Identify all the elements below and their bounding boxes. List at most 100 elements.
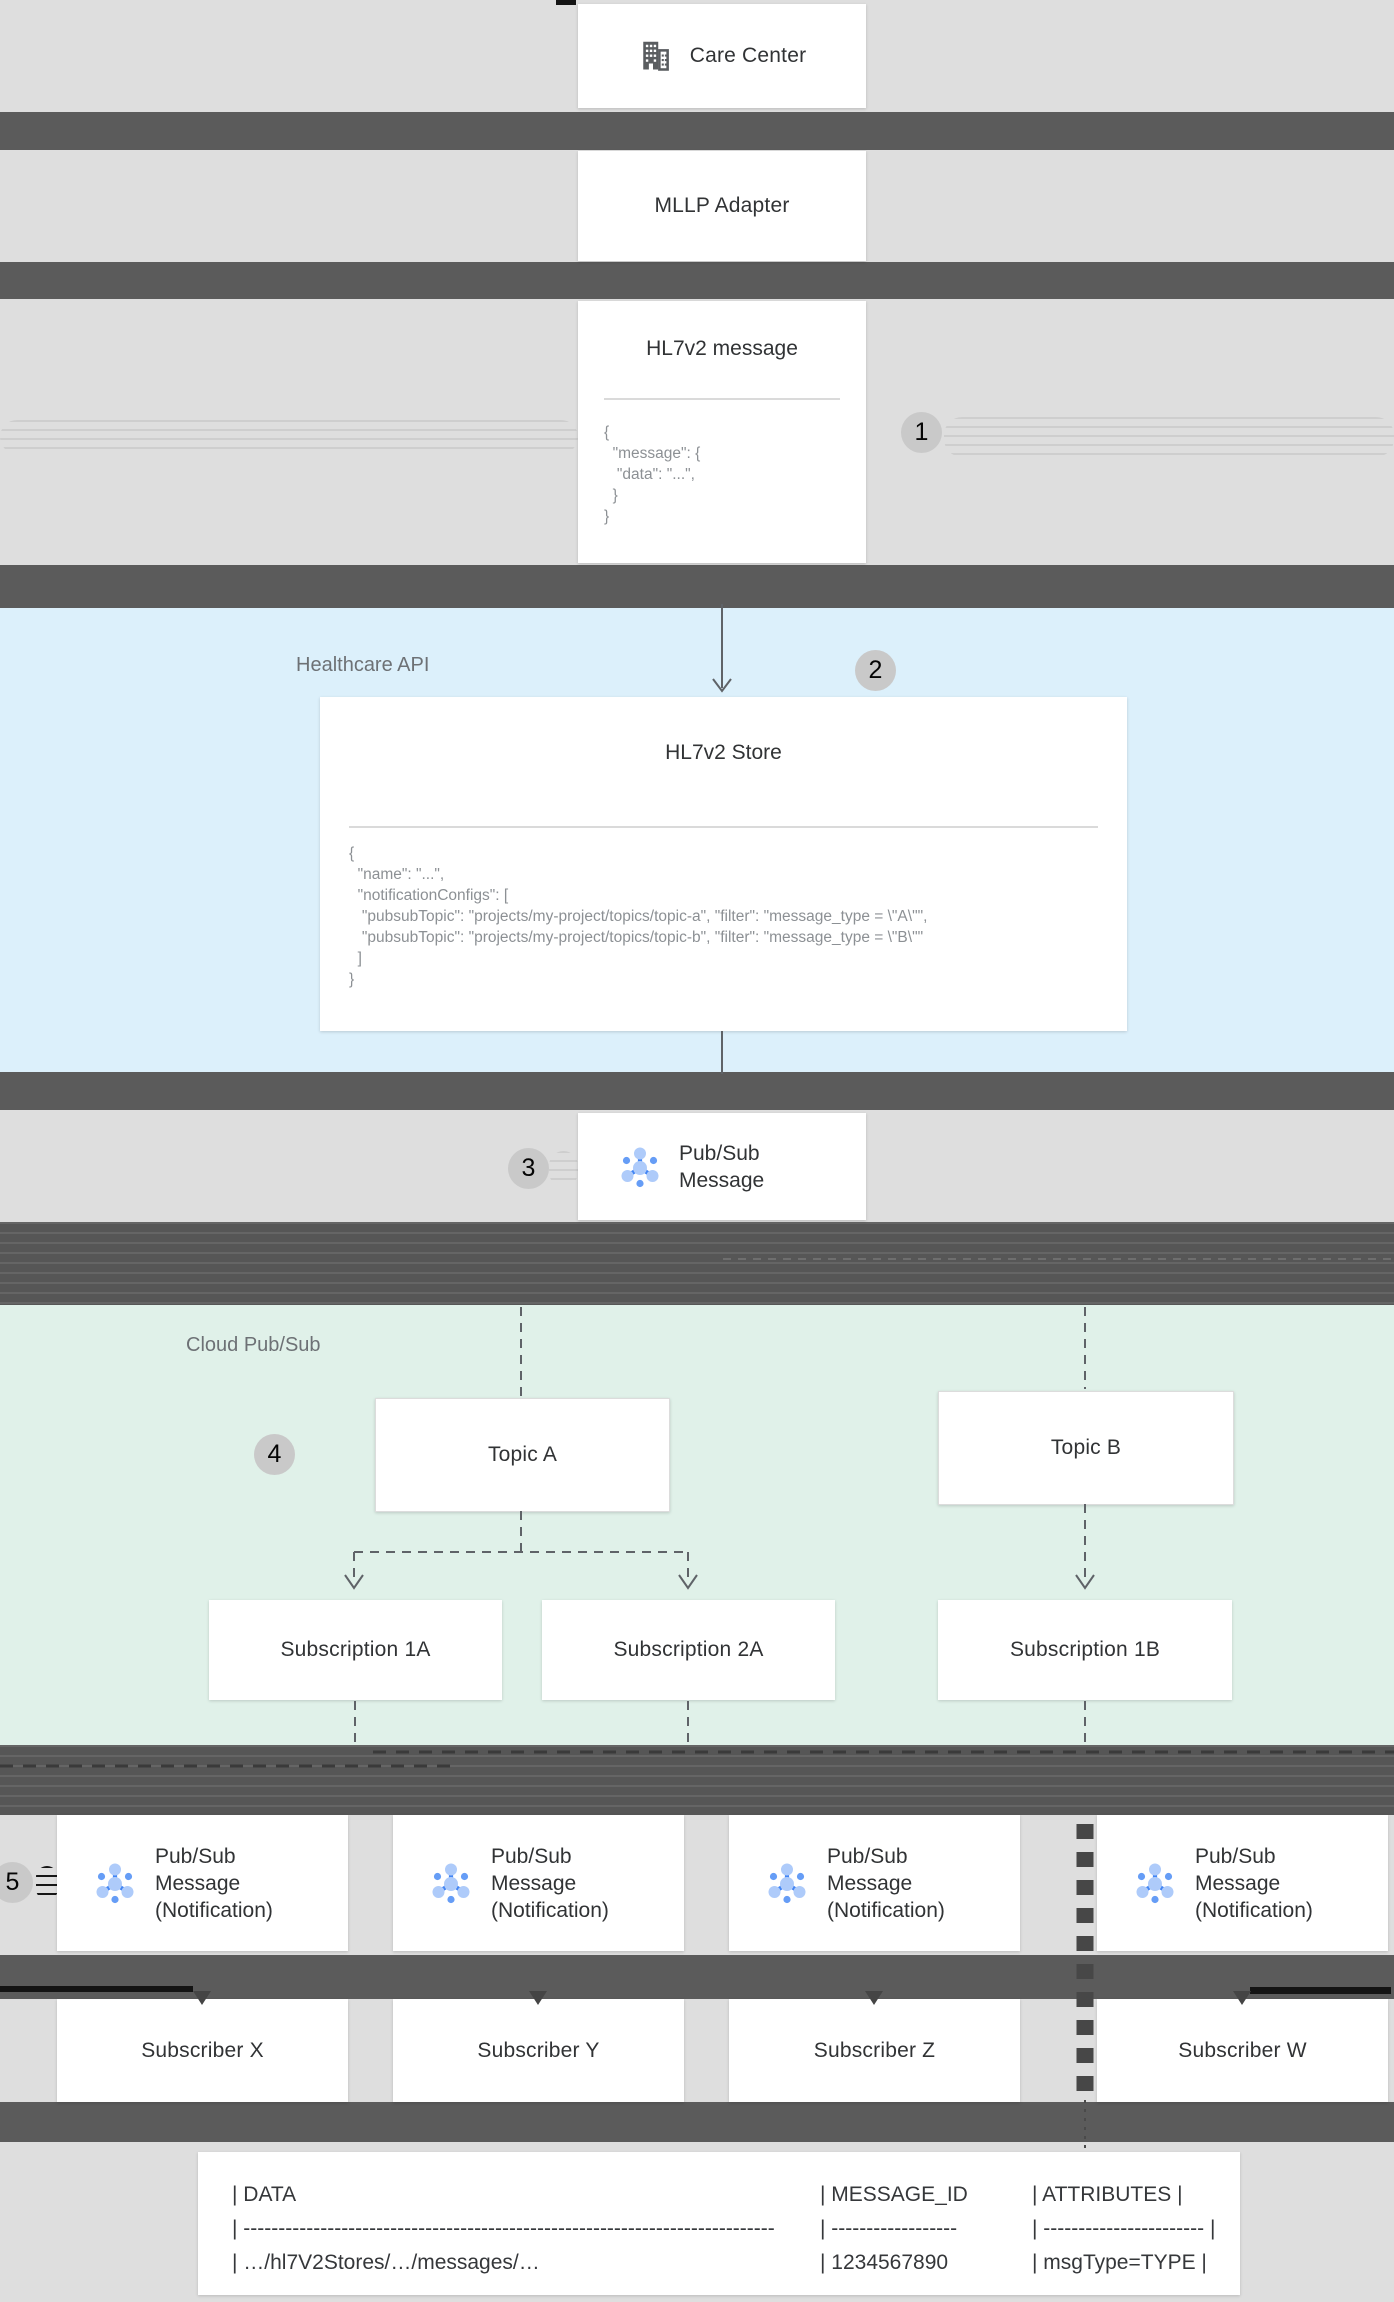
notification-line1: Pub/Sub (827, 1844, 908, 1868)
table-header-data: | DATA (232, 2183, 297, 2206)
subscriber-x-label: Subscriber X (141, 2038, 264, 2062)
table-separator-row: | --------------------------------------… (198, 2212, 1240, 2246)
streak (944, 417, 1394, 457)
pubsub-message-node: Pub/Sub Message (578, 1113, 866, 1220)
code-line: } (604, 487, 618, 504)
notification-label: Pub/Sub Message (Notification) (155, 1843, 273, 1924)
topic-b-label: Topic B (1050, 1436, 1122, 1459)
step-number: 4 (267, 1440, 282, 1468)
topic-b-node: Topic B (938, 1391, 1234, 1505)
step-badge-1: 1 (901, 412, 942, 453)
table-separator: | ------------------ (820, 2217, 958, 2240)
step-number: 3 (521, 1154, 536, 1182)
table-value-data: | …/hl7V2Stores/…/messages/… (232, 2251, 540, 2274)
notification-line3: (Notification) (491, 1898, 609, 1922)
table-value-attributes: | msgType=TYPE | (1032, 2251, 1207, 2274)
subscription-2a-label: Subscription 2A (613, 1638, 764, 1661)
streak (36, 1866, 58, 1900)
subscriber-z-node: Subscriber Z (729, 1999, 1020, 2102)
pubsub-message-line2: Message (679, 1168, 765, 1192)
code-line: { (604, 424, 610, 441)
step-number: 2 (868, 656, 883, 684)
separator-band (0, 262, 1394, 299)
mllp-adapter-label: MLLP Adapter (654, 194, 790, 217)
horizontal-line (0, 1986, 193, 1992)
subscriber-w-node: Subscriber W (1097, 1999, 1388, 2102)
code-line: "message": { (604, 445, 701, 462)
separator-band-striped (0, 1222, 1394, 1305)
code-line: } (349, 971, 355, 988)
subscription-1a-label: Subscription 1A (280, 1638, 431, 1661)
step-badge-4: 4 (254, 1434, 295, 1475)
horizontal-line (1250, 1987, 1391, 1994)
hl7v2-store-title: HL7v2 Store (665, 741, 782, 764)
divider (349, 826, 1098, 828)
separator-band (0, 2102, 1394, 2142)
tick-mark (556, 0, 576, 5)
notification-node-4: Pub/Sub Message (Notification) (1097, 1815, 1388, 1951)
subscription-1a-node: Subscription 1A (209, 1600, 502, 1700)
message-table-card: | DATA | MESSAGE_ID | ATTRIBUTES | | ---… (198, 2152, 1240, 2295)
pubsub-message-line1: Pub/Sub (679, 1141, 760, 1165)
notification-line3: (Notification) (1195, 1898, 1313, 1922)
subscriber-y-label: Subscriber Y (477, 2038, 600, 2062)
notification-line2: Message (827, 1871, 913, 1895)
divider (604, 398, 840, 400)
care-center-node: Care Center (578, 4, 866, 108)
step-number: 1 (914, 418, 929, 446)
notification-label: Pub/Sub Message (Notification) (491, 1843, 609, 1924)
step-number: 5 (5, 1868, 20, 1896)
notification-label: Pub/Sub Message (Notification) (827, 1843, 945, 1924)
subscription-1b-node: Subscription 1B (938, 1600, 1232, 1700)
pubsub-icon (427, 1859, 475, 1907)
subscriber-z-label: Subscriber Z (813, 2038, 936, 2062)
code-line: "name": "...", (349, 866, 445, 883)
hl7v2-message-title: HL7v2 message (646, 337, 798, 360)
code-line: ] (349, 950, 362, 967)
code-line: { (349, 845, 355, 862)
notification-label: Pub/Sub Message (Notification) (1195, 1843, 1313, 1924)
hl7v2-store-code: { "name": "...", "notificationConfigs": … (349, 843, 927, 990)
notification-line1: Pub/Sub (1195, 1844, 1276, 1868)
code-line: "data": "...", (604, 466, 695, 483)
separator-band-striped (0, 1745, 1394, 1815)
hl7v2-store-node: HL7v2 Store { "name": "...", "notificati… (320, 697, 1127, 1031)
code-line: "pubsubTopic": "projects/my-project/topi… (349, 929, 924, 946)
subscriber-w-label: Subscriber W (1178, 2038, 1307, 2062)
step-badge-2: 2 (855, 650, 896, 691)
notification-node-1: Pub/Sub Message (Notification) (57, 1815, 348, 1951)
notification-line2: Message (491, 1871, 577, 1895)
notification-line2: Message (155, 1871, 241, 1895)
hl7v2-message-code: { "message": { "data": "...", } } (604, 422, 700, 527)
table-separator: | ----------------------- | (1032, 2217, 1216, 2240)
notification-line1: Pub/Sub (155, 1844, 236, 1868)
topic-a-node: Topic A (375, 1398, 670, 1512)
notification-line2: Message (1195, 1871, 1281, 1895)
pubsub-message-label: Pub/Sub Message (679, 1140, 764, 1194)
cloud-pubsub-label: Cloud Pub/Sub (186, 1334, 321, 1356)
step-badge-3: 3 (508, 1148, 549, 1189)
care-center-label: Care Center (689, 44, 807, 67)
code-line: "pubsubTopic": "projects/my-project/topi… (349, 908, 928, 925)
hl7v2-message-node: HL7v2 message { "message": { "data": "..… (578, 301, 866, 563)
pubsub-icon (91, 1859, 139, 1907)
subscriber-x-node: Subscriber X (57, 1999, 348, 2102)
step-badge-5: 5 (0, 1862, 33, 1903)
notification-line3: (Notification) (827, 1898, 945, 1922)
mllp-adapter-node: MLLP Adapter (578, 151, 866, 261)
streak (0, 420, 578, 454)
separator-band (0, 112, 1394, 150)
table-value-row: | …/hl7V2Stores/…/messages/… | 123456789… (198, 2246, 1240, 2280)
pubsub-icon (763, 1859, 811, 1907)
topic-a-label: Topic A (487, 1443, 558, 1466)
pubsub-icon (1131, 1859, 1179, 1907)
streak (549, 1151, 578, 1187)
separator-band (0, 565, 1394, 608)
healthcare-api-label: Healthcare API (296, 654, 430, 676)
notification-line1: Pub/Sub (491, 1844, 572, 1868)
table-header-attributes: | ATTRIBUTES | (1032, 2183, 1183, 2206)
subscription-1b-label: Subscription 1B (1009, 1638, 1161, 1661)
table-header-row: | DATA | MESSAGE_ID | ATTRIBUTES | (198, 2178, 1240, 2212)
subscription-2a-node: Subscription 2A (542, 1600, 835, 1700)
